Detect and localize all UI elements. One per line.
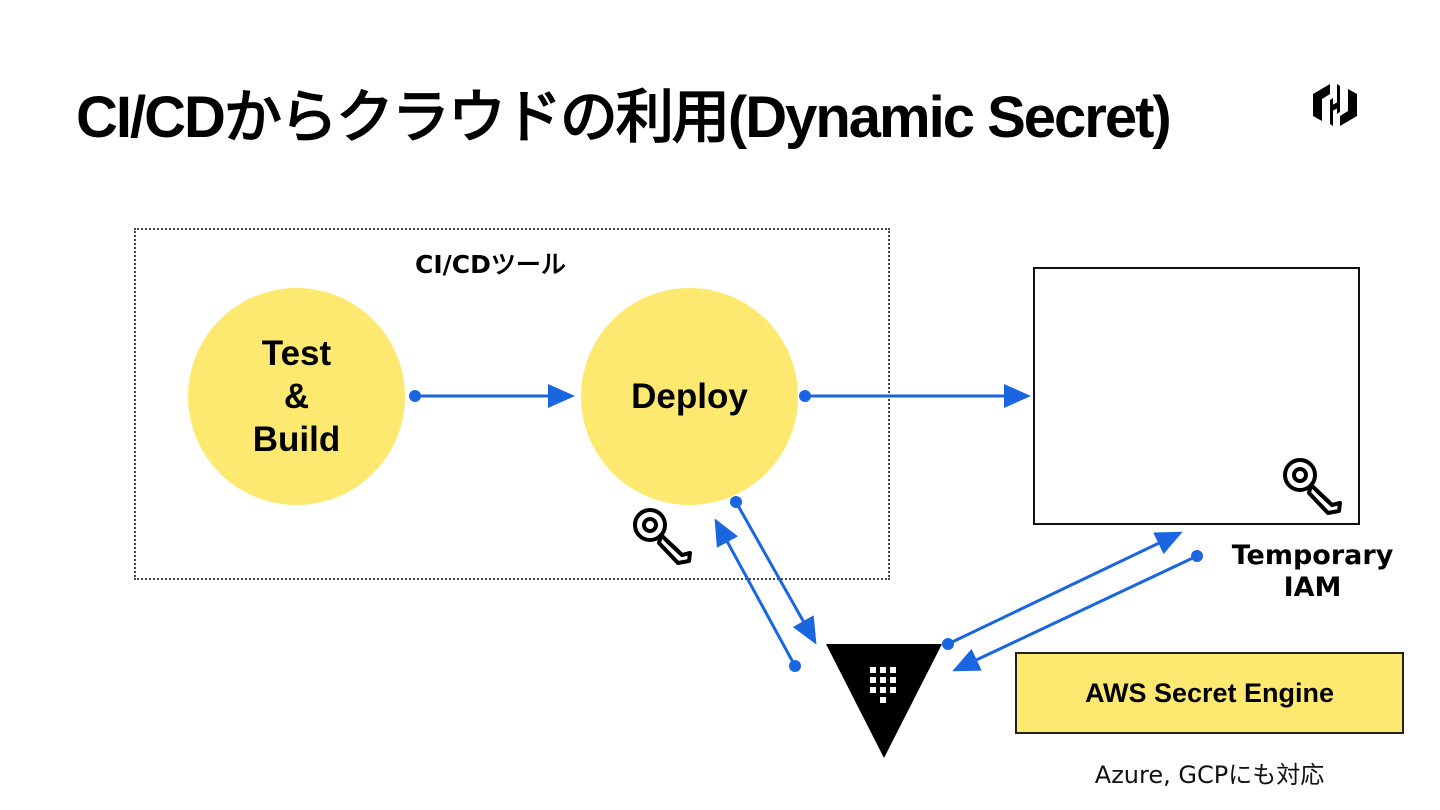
- deploy-label: Deploy: [631, 376, 748, 416]
- temporary-iam-line: IAM: [1283, 572, 1342, 603]
- hashicorp-logo-icon: [1313, 84, 1357, 126]
- vault-icon: [826, 644, 942, 758]
- test-build-line: Build: [252, 420, 341, 459]
- cicd-tool-label: CI/CDツール: [415, 250, 566, 279]
- secret-engine-note: Azure, GCPにも対応: [1094, 761, 1325, 789]
- aws-secret-engine-label: AWS Secret Engine: [1084, 677, 1335, 708]
- cicd-tool-group: [134, 228, 890, 580]
- test-build-line: Test: [261, 334, 332, 373]
- key-icon: [1283, 458, 1342, 515]
- arrow-vault-to-cloud: [942, 531, 1183, 650]
- cloud-node: [1033, 267, 1360, 525]
- key-icon: [633, 508, 692, 565]
- temporary-iam-label: Temporary IAM: [1225, 540, 1400, 604]
- slide-title: CI/CDからクラウドの利用(Dynamic Secret): [76, 85, 1172, 150]
- arrow-deploy-to-vault: [730, 496, 817, 645]
- deploy-node: Deploy: [581, 288, 798, 505]
- aws-secret-engine-box: AWS Secret Engine: [1015, 652, 1404, 734]
- arrow-deploy-to-cloud: [799, 384, 1031, 408]
- arrow-cloud-to-vault: [952, 550, 1203, 672]
- test-build-line: &: [283, 377, 310, 416]
- test-build-node: Test & Build: [188, 288, 405, 505]
- arrow-build-to-deploy: [409, 384, 575, 408]
- temporary-iam-line: Temporary: [1231, 540, 1394, 571]
- arrow-vault-to-deploy: [714, 518, 801, 672]
